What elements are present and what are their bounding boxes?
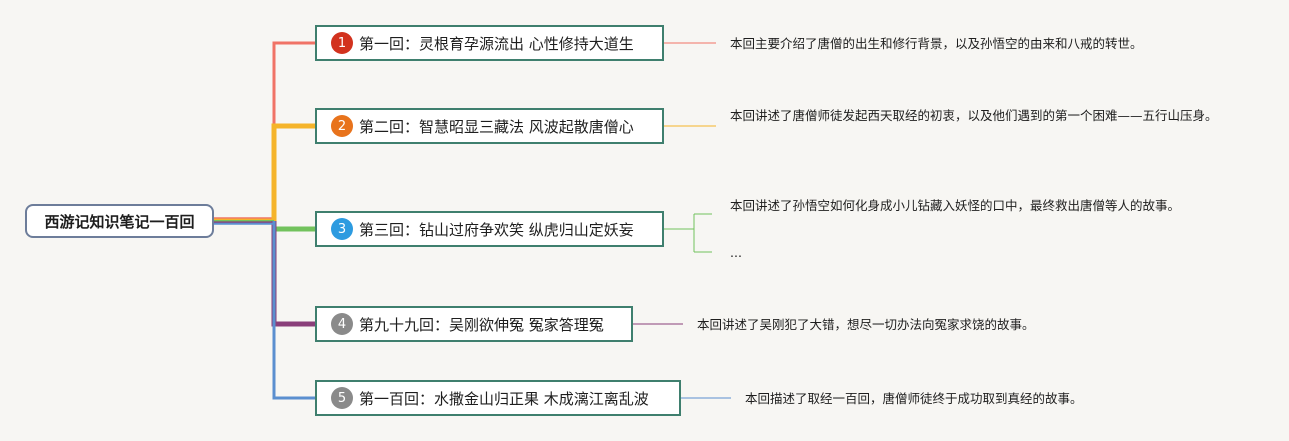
root-topic-label: 西游记知识笔记一百回 xyxy=(44,212,195,231)
chapter-title: 第九十九回：吴刚欲伸冤 冤家答理冤 xyxy=(359,315,604,334)
chapter-note-1[interactable]: 本回主要介绍了唐僧的出生和修行背景，以及孙悟空的由来和八戒的转世。 xyxy=(730,36,1143,51)
chapter-note-5[interactable]: 本回描述了取经一百回，唐僧师徒终于成功取到真经的故事。 xyxy=(745,391,1083,406)
number-badge-icon: 1 xyxy=(331,32,353,54)
number-badge-icon: 5 xyxy=(331,387,353,409)
chapter-topic-4[interactable]: 4 第九十九回：吴刚欲伸冤 冤家答理冤 xyxy=(315,306,633,342)
chapter-topic-5[interactable]: 5 第一百回：水撒金山归正果 木成漓江离乱波 xyxy=(315,380,681,416)
chapter-title: 第一回：灵根育孕源流出 心性修持大道生 xyxy=(359,34,634,53)
chapter-note-2[interactable]: 本回讲述了唐僧师徒发起西天取经的初衷，以及他们遇到的第一个困难——五行山压身。 xyxy=(730,108,1218,123)
chapter-title: 第三回：钻山过府争欢笑 纵虎归山定妖妄 xyxy=(359,220,634,239)
number-badge-icon: 3 xyxy=(331,218,353,240)
chapter-note-4[interactable]: 本回讲述了吴刚犯了大错，想尽一切办法向冤家求饶的故事。 xyxy=(697,317,1035,332)
chapter-title: 第一百回：水撒金山归正果 木成漓江离乱波 xyxy=(359,389,649,408)
chapter-note-3-1[interactable]: ... xyxy=(730,245,742,260)
chapter-topic-1[interactable]: 1 第一回：灵根育孕源流出 心性修持大道生 xyxy=(315,25,664,61)
chapter-topic-2[interactable]: 2 第二回：智慧昭显三藏法 风波起散唐僧心 xyxy=(315,108,664,144)
chapter-note-3[interactable]: 本回讲述了孙悟空如何化身成小儿钻藏入妖怪的口中，最终救出唐僧等人的故事。 xyxy=(730,198,1181,213)
number-badge-icon: 2 xyxy=(331,115,353,137)
chapter-topic-3[interactable]: 3 第三回：钻山过府争欢笑 纵虎归山定妖妄 xyxy=(315,211,664,247)
chapter-title: 第二回：智慧昭显三藏法 风波起散唐僧心 xyxy=(359,117,634,136)
root-topic[interactable]: 西游记知识笔记一百回 xyxy=(25,204,214,238)
number-badge-icon: 4 xyxy=(331,313,353,335)
